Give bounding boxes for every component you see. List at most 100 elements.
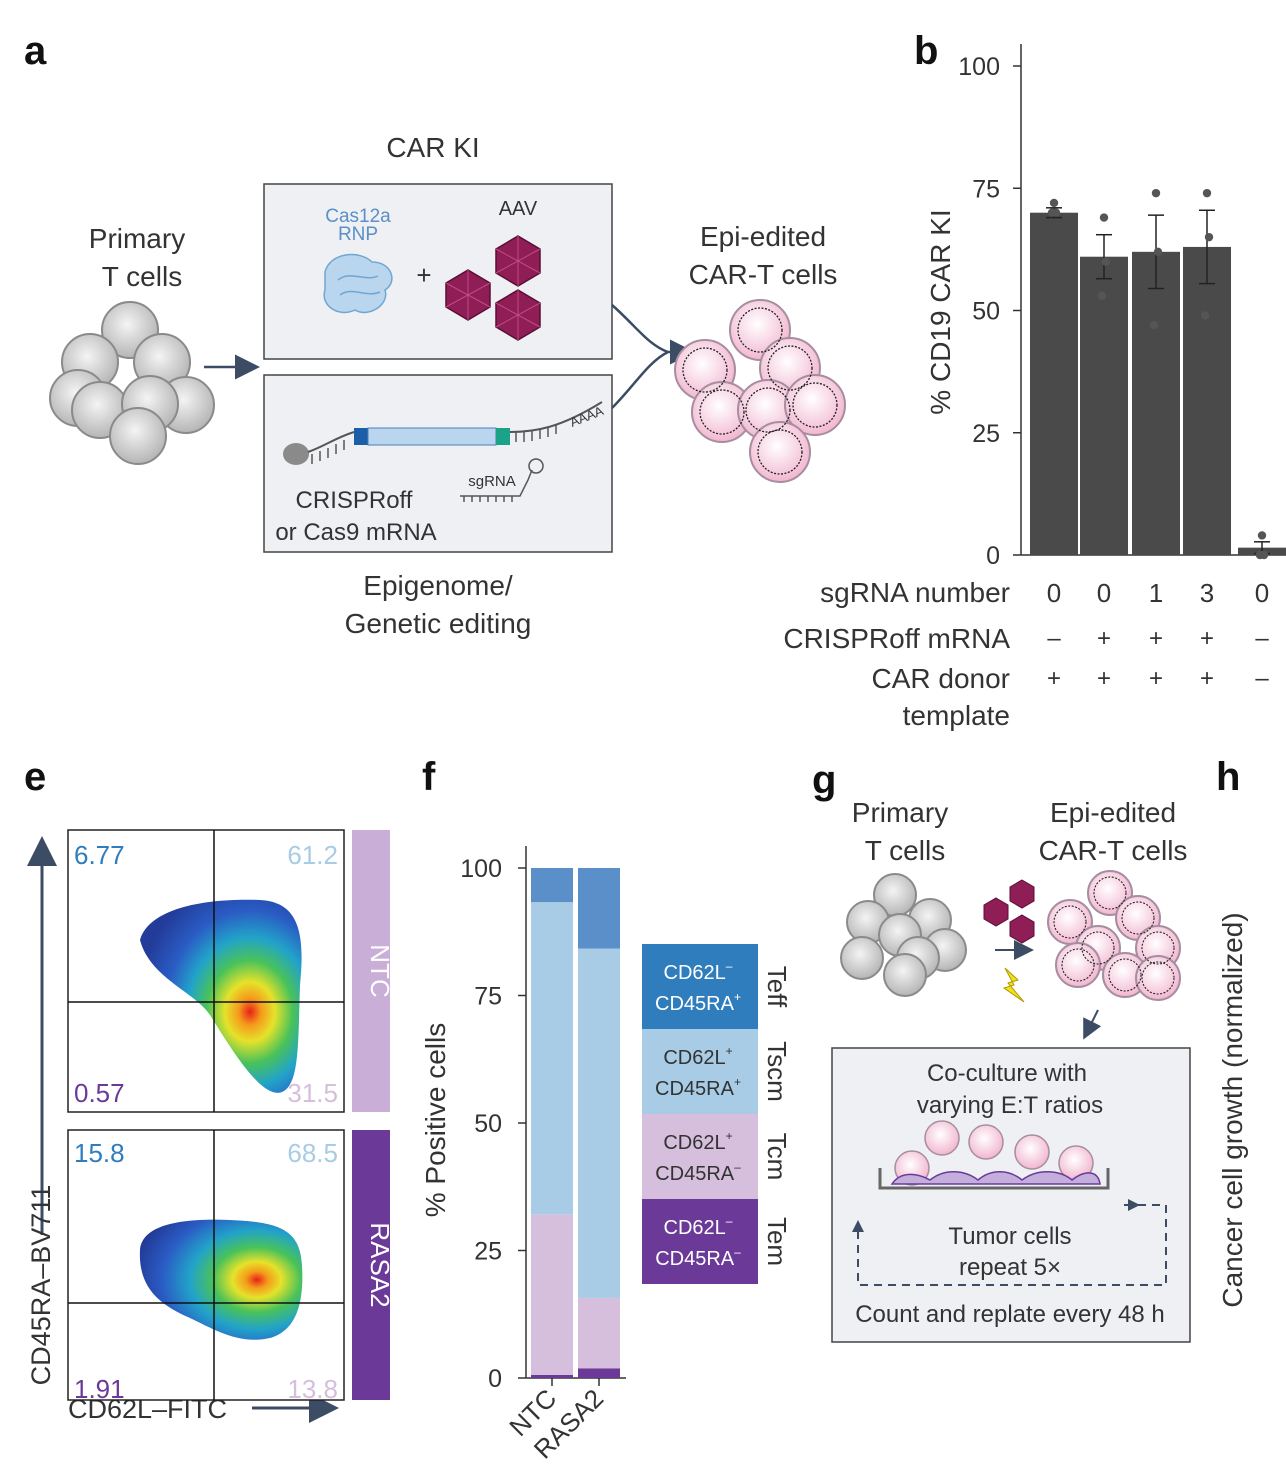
ntc-q-ll: 0.57 xyxy=(74,1078,125,1108)
repeat-loop-arrow xyxy=(857,1204,1167,1286)
ntc-q-lr: 31.5 xyxy=(287,1078,338,1108)
chart-b-point xyxy=(1151,188,1161,198)
chart-f-legend-line2: CD45RA– xyxy=(655,1160,741,1185)
chart-f-legend-line1: CD62L+ xyxy=(663,1129,732,1154)
panel-label-f: f xyxy=(422,755,436,799)
panel-h: h Cancer cell growth (normalized) xyxy=(1216,755,1248,1308)
ntc-q-ur: 61.2 xyxy=(287,840,338,870)
rasa2-label: RASA2 xyxy=(365,1222,395,1307)
chart-b-crisproff-value: – xyxy=(1047,625,1061,652)
chart-f-segment xyxy=(578,1368,620,1378)
chart-b-bar xyxy=(1030,212,1078,555)
electroporation-icon xyxy=(1002,967,1025,1003)
chart-f-legend-swatch xyxy=(642,944,758,1029)
coculture-dish-icon xyxy=(878,1120,1110,1190)
car-t-cell-cluster-icon xyxy=(674,299,846,483)
chart-b-donor-value: + xyxy=(1200,665,1214,692)
chart-b-ytick-label: 0 xyxy=(986,542,1000,570)
ntc-q-ul: 6.77 xyxy=(74,840,125,870)
chart-b-point xyxy=(1051,208,1061,217)
g-primary-line1: Primary xyxy=(852,797,948,828)
chart-f-segment xyxy=(531,1214,573,1375)
primary-t-cells-line2: T cells xyxy=(102,261,182,292)
ntc-label-bar xyxy=(352,830,390,1112)
chart-b-donor-value: + xyxy=(1047,665,1061,692)
chart-b-point xyxy=(1259,550,1269,560)
coculture-line1: Co-culture with xyxy=(927,1060,1087,1087)
chart-f-ytick-label: 75 xyxy=(474,983,502,1011)
chart-f-ytick-label: 50 xyxy=(474,1110,502,1138)
epigenome-line1: Epigenome/ xyxy=(363,570,513,601)
chart-b-point xyxy=(1202,188,1212,198)
panel-label-e: e xyxy=(24,755,46,799)
chart-b-point xyxy=(1149,320,1159,330)
epi-edited-line2: CAR-T cells xyxy=(689,259,838,290)
rasa2-q-ur: 68.5 xyxy=(287,1138,338,1168)
crisproff-label-line2: or Cas9 mRNA xyxy=(275,519,436,546)
chart-b-point xyxy=(1204,232,1214,242)
chart-f-segment xyxy=(531,902,573,1215)
chart-b-sgrna-value: 1 xyxy=(1149,578,1163,608)
cas12a-label-line1: Cas12a xyxy=(325,206,391,227)
chart-b-bars xyxy=(1030,188,1286,560)
flow-plot-ntc: NTC 6.77 61.2 0.57 31.5 xyxy=(67,829,395,1113)
chart-b-point xyxy=(1153,247,1163,257)
g-down-arrow xyxy=(1083,1009,1102,1040)
chart-b-ytick-label: 50 xyxy=(972,298,1000,326)
g-epi-line1: Epi-edited xyxy=(1050,797,1176,828)
crisproff-mrna-label: CRISPRoff mRNA xyxy=(783,623,1010,654)
mrna-icon xyxy=(283,401,603,465)
chart-f-legend-swatch xyxy=(642,1029,758,1114)
chart-f-segment xyxy=(578,1297,620,1369)
chart-f-legend-line2: CD45RA+ xyxy=(655,1075,741,1100)
chart-b-bar xyxy=(1132,251,1180,555)
loop-arrowhead-icon xyxy=(852,1220,864,1232)
panel-e: e CD45RA–BV711 CD62L–FITC NTC 6.77 61.2 … xyxy=(24,755,395,1424)
editing-box xyxy=(263,374,613,553)
panel-label-h: h xyxy=(1216,755,1240,799)
chart-b-sgrna-value: 0 xyxy=(1255,578,1269,608)
chart-b-donor-value: – xyxy=(1255,665,1269,692)
chart-f-legend-swatch xyxy=(642,1199,758,1284)
flow-ylabel: CD45RA–BV711 xyxy=(26,1185,56,1386)
car-donor-label-line2: template xyxy=(903,700,1010,731)
aav-capsid-icon xyxy=(445,235,541,341)
sgrna-label: sgRNA xyxy=(468,473,516,490)
rasa2-label-bar xyxy=(352,1130,390,1400)
chart-b-crisproff-value: + xyxy=(1200,625,1214,652)
chart-f-legend-name: Tem xyxy=(762,1217,792,1266)
chart-b-ytick-label: 75 xyxy=(972,175,1000,203)
sgrna-number-label: sgRNA number xyxy=(820,577,1010,608)
h-ylabel: Cancer cell growth (normalized) xyxy=(1217,912,1248,1307)
primary-t-cells-line1: Primary xyxy=(89,223,185,254)
chart-b-donor-value: + xyxy=(1097,665,1111,692)
rasa2-q-ll: 1.91 xyxy=(74,1374,125,1404)
chart-b-sgrna-value: 0 xyxy=(1097,578,1111,608)
panel-g: g Primary T cells Epi-edited CAR-T cells xyxy=(812,758,1191,1343)
g-primary-line2: T cells xyxy=(865,835,945,866)
panel-label-g: g xyxy=(812,758,836,802)
g-epi-line2: CAR-T cells xyxy=(1039,835,1188,866)
chart-b-bar xyxy=(1080,256,1128,555)
chart-b-crisproff-value: – xyxy=(1255,625,1269,652)
panel-label-a: a xyxy=(24,29,47,73)
chart-b-crisproff-value: + xyxy=(1097,625,1111,652)
chart-b-bar xyxy=(1183,246,1231,555)
chart-f-legend-name: Tcm xyxy=(762,1133,792,1181)
cas12a-rnp-icon xyxy=(323,253,393,314)
chart-b-ytick-label: 25 xyxy=(972,420,1000,448)
panel-a: a Primary T cells CAR KI Cas12a RNP + AA… xyxy=(24,29,846,639)
g-aav-icon xyxy=(983,879,1035,944)
chart-f-legend-swatch xyxy=(642,1114,758,1199)
chart-b-point xyxy=(1257,531,1267,540)
g-primary-cluster-icon xyxy=(840,873,967,997)
chart-b-ytick-label: 100 xyxy=(958,53,1000,81)
chart-f-ytick-label: 0 xyxy=(488,1365,502,1393)
coculture-line2: varying E:T ratios xyxy=(917,1092,1103,1119)
chart-f-legend: CD62L–CD45RA+TeffCD62L+CD45RA+TscmCD62L+… xyxy=(642,944,792,1284)
chart-b-sgrna-value: 0 xyxy=(1047,578,1061,608)
